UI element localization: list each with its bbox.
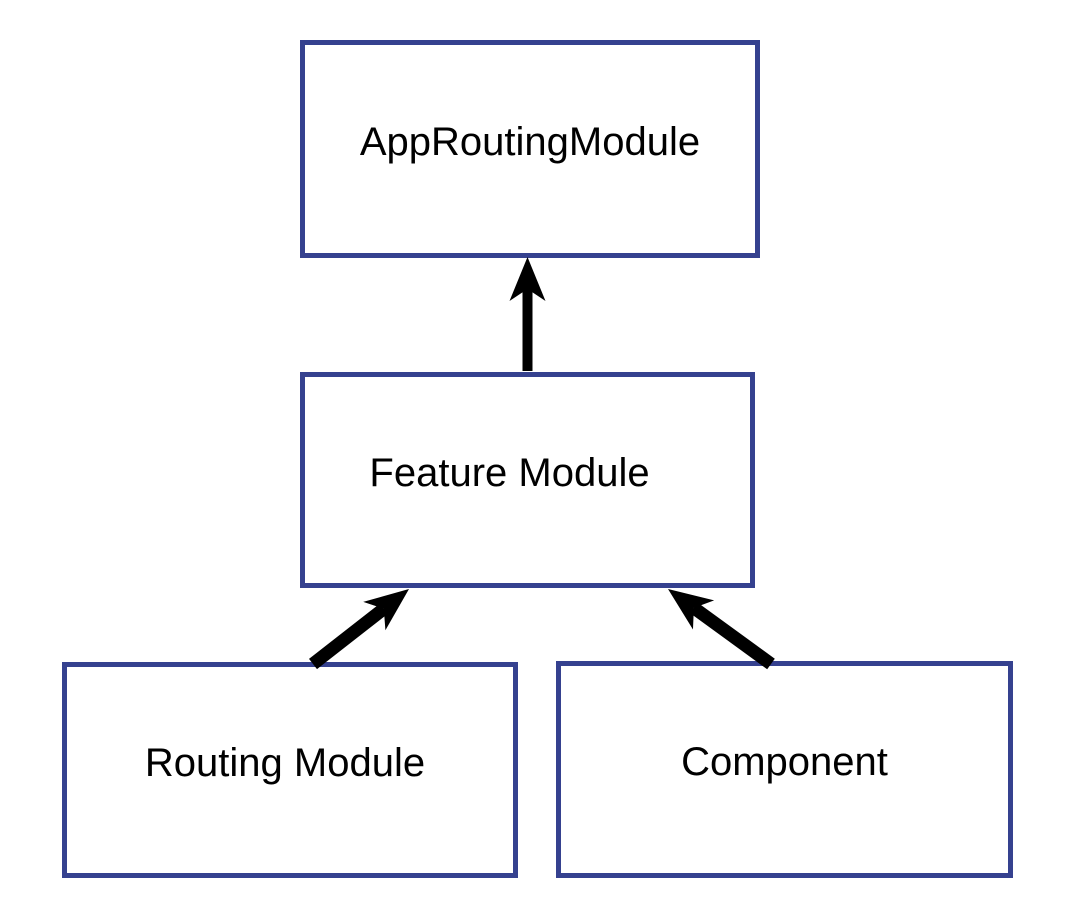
node-component-label: Component <box>681 740 888 784</box>
arrow-feature-module-to-app-routing-module <box>509 257 546 371</box>
node-feature-module: Feature Module <box>300 372 755 588</box>
arrow-component-to-feature-module <box>668 589 775 670</box>
node-app-routing-module: AppRoutingModule <box>300 40 760 258</box>
node-feature-module-label: Feature Module <box>369 450 650 495</box>
node-app-routing-module-label: AppRoutingModule <box>359 119 701 164</box>
node-routing-module-label: Routing Module <box>144 740 426 785</box>
node-routing-module: Routing Module <box>62 662 518 878</box>
node-component: Component <box>556 661 1013 878</box>
arrow-routing-module-to-feature-module <box>308 589 409 670</box>
